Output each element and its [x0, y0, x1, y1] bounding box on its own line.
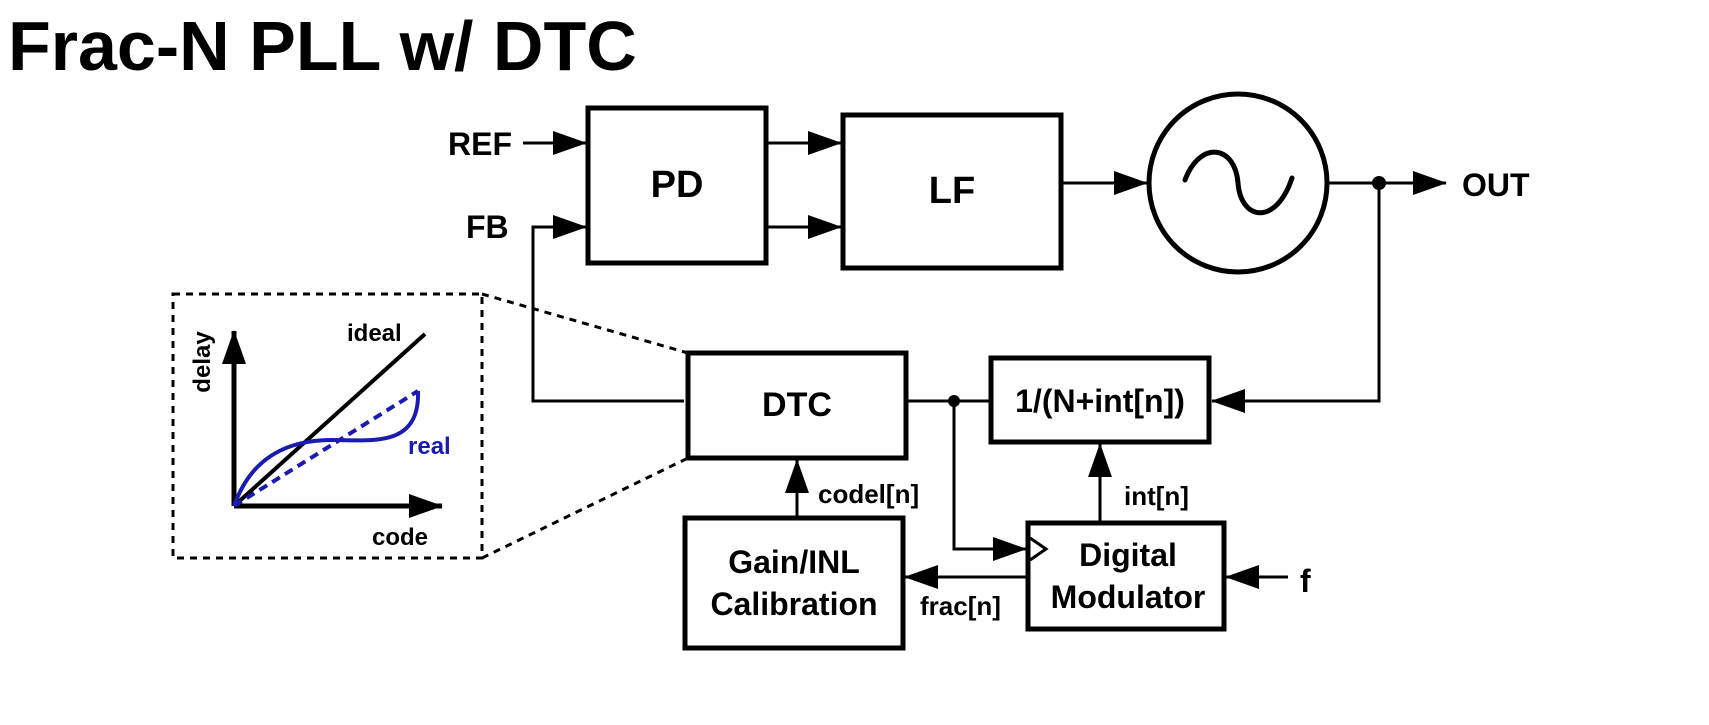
- codel-label: codel[n]: [818, 479, 919, 509]
- inset-frame: [171, 292, 484, 560]
- lf-label: LF: [929, 170, 975, 212]
- inset-ideal-line: [232, 332, 427, 508]
- modulator-block: [1025, 520, 1227, 632]
- pd-block: [585, 105, 769, 266]
- page-title: Frac-N PLL w/ DTC: [8, 7, 637, 85]
- dtc-block: [685, 350, 909, 461]
- sine-wave-icon: [1182, 149, 1295, 216]
- zoom-line-top: [481, 292, 689, 355]
- f-label: f: [1300, 563, 1311, 599]
- ref-label: REF: [448, 126, 512, 162]
- modulator-label-line1: Digital: [1079, 537, 1177, 573]
- calibration-label-line1: Gain/INL: [728, 544, 860, 580]
- modulator-label-line2: Modulator: [1051, 579, 1206, 615]
- inset-real-curve: [232, 390, 421, 507]
- clock-input-icon: [1029, 536, 1049, 562]
- inset-real-linear-fit: [232, 389, 420, 508]
- int-label: int[n]: [1124, 481, 1189, 511]
- out-feedback-wire: [1211, 183, 1381, 413]
- zoom-line-bottom: [481, 456, 689, 560]
- calibration-block: [682, 515, 906, 651]
- inset-delay-vs-code-plot: delay code ideal real: [171, 292, 484, 560]
- inset-ideal-label: ideal: [347, 320, 402, 347]
- inset-y-axis-label: delay: [189, 331, 216, 393]
- dtc-modulator-clock-wire: [952, 401, 1027, 561]
- inset-real-label: real: [408, 433, 451, 460]
- calibration-label-line2: Calibration: [710, 586, 877, 622]
- inset-x-axis-label: code: [372, 524, 428, 551]
- frac-label: frac[n]: [920, 591, 1001, 621]
- lf-block: [840, 112, 1064, 271]
- fb-label: FB: [466, 209, 509, 245]
- divider-block: [988, 355, 1212, 445]
- fb-wire: [531, 215, 684, 403]
- divider-label: 1/(N+int[n]): [1015, 383, 1185, 419]
- out-label: OUT: [1462, 167, 1530, 203]
- pd-label: PD: [651, 164, 704, 206]
- dtc-label: DTC: [762, 386, 832, 424]
